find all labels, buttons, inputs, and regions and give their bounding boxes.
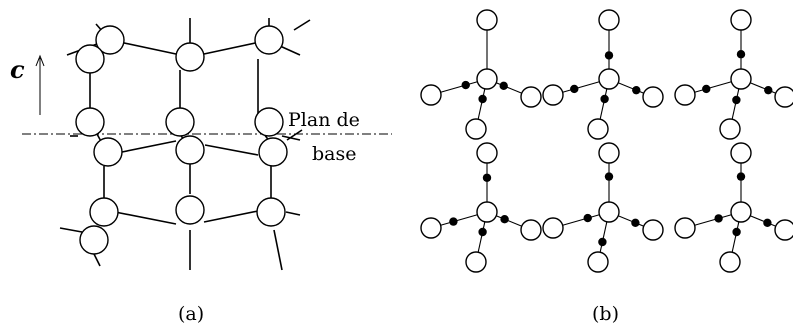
central-oxygen-atom: [476, 201, 498, 223]
hydrogen-atom: [600, 94, 609, 104]
hydrogen-atom: [714, 214, 723, 223]
oxygen-atom: [520, 219, 542, 241]
oxygen-atom: [542, 217, 564, 239]
oxygen-atom: [89, 197, 119, 227]
hydrogen-atom: [732, 227, 741, 237]
oxygen-atom: [476, 9, 498, 31]
c-axis-label: c: [10, 55, 25, 84]
hydrogen-atom: [764, 85, 773, 95]
water-molecule-motif: [674, 142, 793, 273]
oxygen-atom: [254, 107, 284, 137]
hydrogen-atom: [736, 172, 746, 181]
hydrogen-atom: [631, 218, 640, 227]
oxygen-atom: [774, 86, 793, 108]
oxygen-atom: [75, 44, 105, 74]
oxygen-atom: [587, 251, 609, 273]
hydrogen-atom: [478, 227, 487, 237]
oxygen-atom: [254, 25, 284, 55]
hydrogen-atom: [736, 50, 746, 59]
hydrogen-atom: [570, 84, 579, 94]
central-oxygen-atom: [476, 68, 498, 90]
oxygen-atom: [95, 25, 125, 55]
oxygen-atom: [542, 84, 564, 106]
water-molecule-motif: [674, 9, 793, 140]
oxygen-atom: [642, 86, 664, 108]
oxygen-atom: [175, 195, 205, 225]
oxygen-atom: [420, 84, 442, 106]
hydrogen-atom: [598, 237, 607, 247]
oxygen-atom: [175, 42, 205, 72]
oxygen-atom: [674, 217, 696, 239]
panel-b-caption: (b): [592, 303, 619, 325]
oxygen-atom: [465, 118, 487, 140]
panel-b-orientations: (b): [420, 9, 793, 325]
molecule-grid: [420, 9, 793, 273]
oxygen-atom: [774, 219, 793, 241]
oxygen-atom: [674, 84, 696, 106]
hydrogen-atom: [478, 94, 487, 104]
oxygen-atom: [476, 142, 498, 164]
oxygen-atom: [520, 86, 542, 108]
plane-label-line1: Plan de: [288, 109, 360, 131]
oxygen-atom: [465, 251, 487, 273]
oxygen-atom: [598, 142, 620, 164]
water-molecule-motif: [420, 9, 542, 140]
oxygen-atom: [93, 137, 123, 167]
central-oxygen-atom: [730, 68, 752, 90]
water-molecule-motif: [420, 142, 542, 273]
oxygen-atom: [256, 197, 286, 227]
water-molecule-motif: [542, 142, 664, 273]
panel-a-caption: (a): [178, 303, 204, 325]
water-molecule-motif: [542, 9, 664, 140]
hydrogen-atom: [583, 213, 592, 223]
hydrogen-atom: [604, 51, 614, 60]
hydrogen-atom: [702, 84, 711, 94]
oxygen-atom: [79, 225, 109, 255]
oxygen-atom: [730, 142, 752, 164]
oxygen-atom: [719, 118, 741, 140]
oxygen-atom: [258, 137, 288, 167]
hydrogen-atom: [449, 217, 458, 226]
oxygen-atom: [165, 107, 195, 137]
hydrogen-atom: [499, 81, 508, 91]
plane-label-line2: base: [312, 143, 357, 165]
hydrogen-atom: [500, 215, 509, 224]
oxygen-atom: [598, 9, 620, 31]
hydrogen-atom: [632, 85, 641, 95]
oxygen-atom: [75, 107, 105, 137]
oxygen-atom: [175, 135, 205, 165]
hydrogen-atom: [482, 173, 492, 182]
oxygen-atom: [587, 118, 609, 140]
c-axis-arrow: [35, 54, 45, 115]
hydrogen-atom: [604, 172, 614, 181]
hydrogen-atom: [461, 80, 470, 90]
oxygen-atom: [719, 251, 741, 273]
lattice-atoms: [75, 25, 288, 255]
hydrogen-atom: [732, 95, 741, 105]
hydrogen-atom: [763, 218, 772, 227]
oxygen-atom: [642, 219, 664, 241]
panel-a-lattice: c: [10, 18, 392, 325]
oxygen-atom: [420, 217, 442, 239]
oxygen-atom: [730, 9, 752, 31]
central-oxygen-atom: [598, 201, 620, 223]
central-oxygen-atom: [598, 68, 620, 90]
central-oxygen-atom: [730, 201, 752, 223]
